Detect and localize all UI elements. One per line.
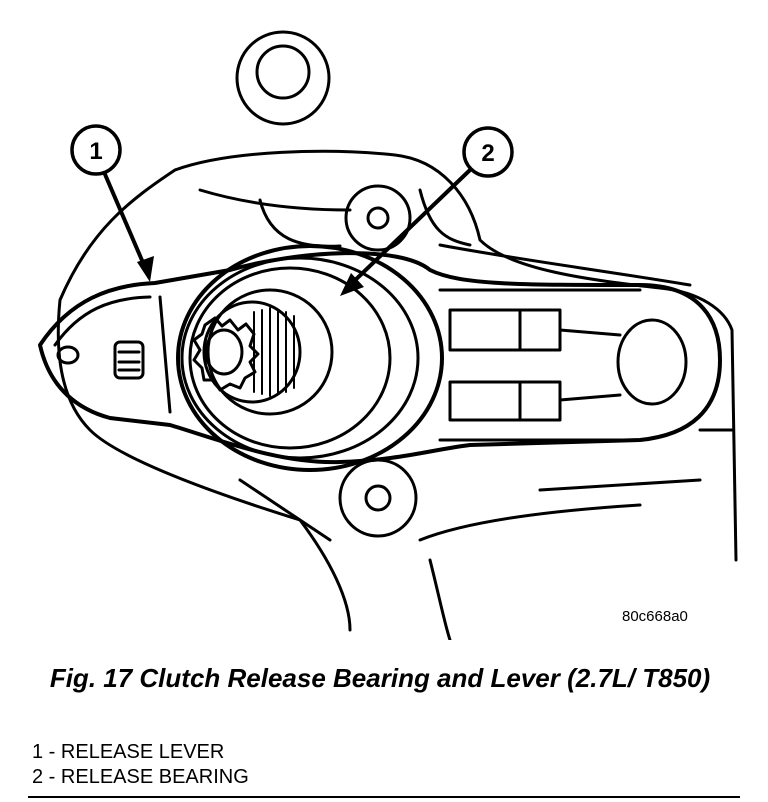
legend-separator: - <box>43 766 61 788</box>
lever-slot <box>113 340 145 380</box>
callout-1: 1 <box>70 124 154 282</box>
figure-caption: Fig. 17 Clutch Release Bearing and Lever… <box>49 663 711 693</box>
bottom-rule <box>28 796 740 798</box>
legend-number: 2 <box>32 766 44 788</box>
lower-mount-boss <box>338 458 418 538</box>
legend-number: 1 <box>32 741 44 763</box>
figure-id: 80c668a0 <box>622 608 688 625</box>
housing-outline <box>56 149 738 640</box>
callout-1-number: 1 <box>89 138 102 165</box>
housing-rib <box>198 188 692 287</box>
lever-fingers <box>448 308 688 422</box>
legend-item: 2 - RELEASE BEARING <box>32 765 249 790</box>
callout-2: 2 <box>340 126 514 296</box>
legend-label: RELEASE BEARING <box>60 766 249 788</box>
input-shaft <box>192 288 334 416</box>
release-bearing <box>176 244 444 472</box>
clutch-illustration: 1 2 <box>38 30 738 640</box>
legend-item: 1 - RELEASE LEVER <box>32 740 249 765</box>
housing-rib-lower <box>238 428 734 542</box>
legend-label: RELEASE LEVER <box>60 741 225 763</box>
legend: 1 - RELEASE LEVER 2 - RELEASE BEARING <box>32 740 249 790</box>
upper-mount-boss <box>344 184 412 252</box>
legend-separator: - <box>43 741 61 763</box>
release-lever-edge <box>53 288 642 442</box>
callout-2-number: 2 <box>481 140 494 167</box>
top-boss <box>235 30 331 126</box>
lever-pivot-hole <box>56 345 80 365</box>
